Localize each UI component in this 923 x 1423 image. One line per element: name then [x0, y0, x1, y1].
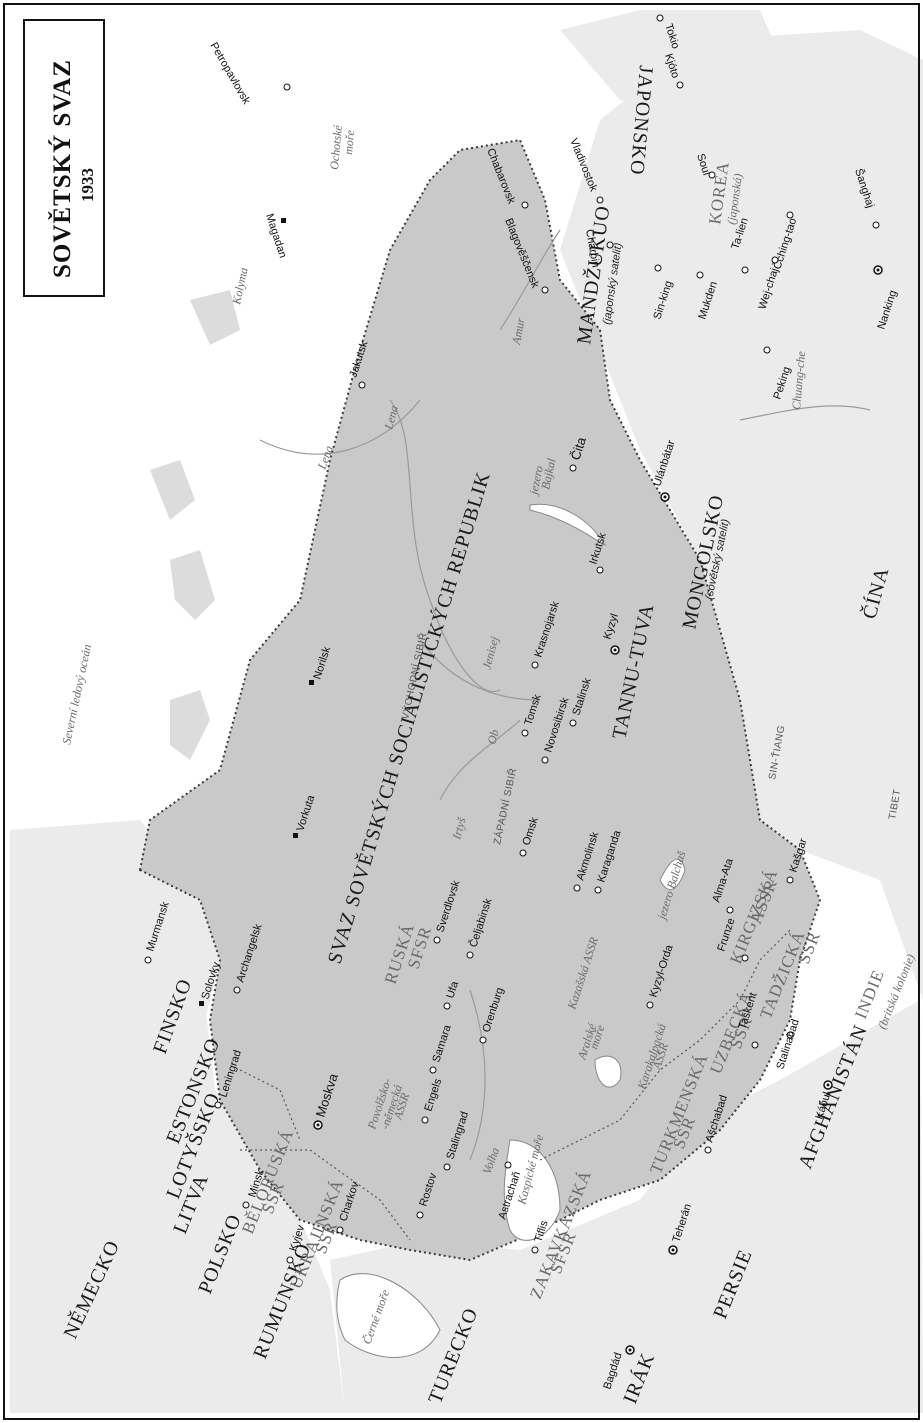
label-tibet: TIBET	[887, 788, 903, 820]
title-box: SOVĚTSKÝ SVAZ 1933	[23, 19, 105, 297]
arctic-islands	[150, 290, 240, 760]
republic-borders	[239, 929, 791, 1241]
ob-label: Ob	[484, 728, 501, 746]
foreign-land	[10, 10, 923, 1413]
ussr-territory	[138, 138, 822, 1262]
city-ufa: Ufa	[443, 979, 461, 1010]
svg-text:Ufa: Ufa	[444, 979, 461, 1000]
okhotsk-sea-label-2: moře	[341, 129, 357, 155]
chuang-che-label: Chuang-che	[789, 350, 808, 410]
okhotsk-sea-label: Ochotské	[327, 124, 345, 170]
irtys-label: Irtyš	[449, 815, 469, 842]
city-cita: Čita	[568, 435, 590, 472]
svg-text:Čita: Čita	[568, 435, 590, 462]
bajkal-label-1: jezero	[526, 464, 546, 497]
lake-bajkal	[529, 503, 607, 547]
lake-balchas	[659, 858, 686, 891]
map-year: 1933	[78, 168, 97, 202]
black-sea	[336, 1273, 441, 1358]
rivers	[259, 229, 871, 1161]
map-frame	[3, 3, 920, 1420]
amur-label: Amur	[509, 317, 528, 347]
map-title: SOVĚTSKÝ SVAZ	[48, 59, 76, 278]
okhotsk-sea	[231, 54, 450, 203]
lena-label-2: Lena	[381, 404, 401, 432]
aral-sea	[594, 1055, 622, 1088]
bajkal-label-2: Bajkal	[538, 456, 558, 490]
